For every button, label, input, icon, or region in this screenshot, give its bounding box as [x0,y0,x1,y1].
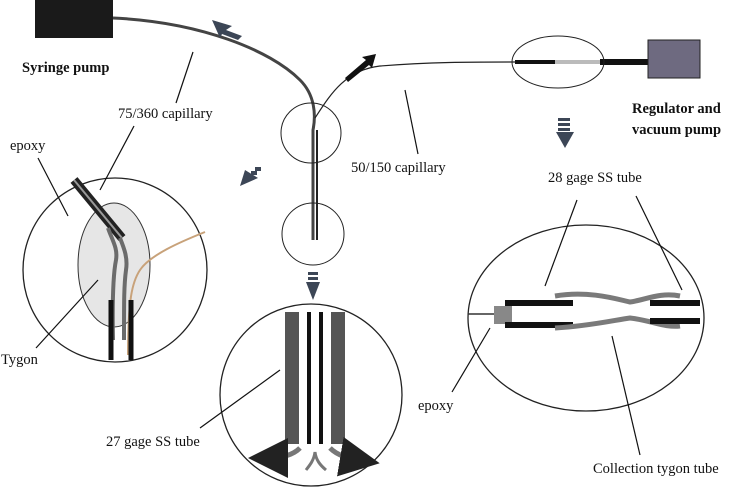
capillary-50-150-leader [404,89,419,155]
right-epoxy-block [494,306,512,324]
capillary-75-360-label: 75/360 capillary [118,106,213,122]
tygon-label: Tygon [1,352,39,368]
capillary-75-360-line [112,16,316,240]
gage-28-label: 28 gage SS tube [548,170,642,186]
left-capillary-inner [73,179,123,239]
capillary-75-360-leader [175,51,194,104]
right-detail-ellipse [467,224,705,412]
inflow-center-arrow-icon [304,451,327,472]
collection-tygon-bottom [554,315,681,331]
flow-arrow-right-icon [212,20,242,40]
epoxy-right-label: epoxy [418,398,454,414]
tip-circle [281,202,345,266]
ss27-left-wall [285,312,299,444]
tygon-leader [35,279,99,349]
junction-circle [280,102,342,164]
epoxy-left-label: epoxy [10,138,46,154]
collection-tygon-label: Collection tygon tube [593,461,719,477]
epoxy-left-leader [37,157,69,217]
flow-arrow-down-left-icon [306,272,320,300]
flow-arrow-down-right-icon [556,118,574,148]
direction-arrow-upright-icon [345,54,376,82]
gage-27-leader [199,369,281,429]
regulator-box [647,39,701,79]
left-detail-circle [22,177,208,363]
right-ss28-right-bottom [650,318,700,324]
right-ss28-left-bottom [505,322,573,328]
gage-27-label: 27 gage SS tube [106,434,200,450]
ss27-right-wall [331,312,345,444]
flow-arrow-left-icon [240,167,261,186]
regulator-label-line1: Regulator and [632,101,721,117]
outflow-left-arrow-icon [248,437,302,478]
capillary-75-360-leader-2 [99,125,135,191]
right-ss28-right-top [650,300,700,306]
regulator-label-line2: vacuum pump [632,122,721,138]
bottom-detail-circle [219,303,403,487]
left-tygon-tube-2 [118,237,129,341]
epoxy-right-leader [451,327,491,393]
gage-28-leader-left [544,199,578,287]
capillary-50-150-line [314,61,516,119]
capillary-50-150-label: 50/150 capillary [351,160,446,176]
collection-tygon-top [554,291,681,305]
collection-tygon-leader [611,335,641,456]
syringe-pump-label: Syringe pump [22,60,109,76]
right-ss28-left-top [505,300,573,306]
syringe-pump-box [35,0,113,38]
regulator-connection-circle [511,35,605,89]
outflow-right-arrow-icon [328,436,380,477]
gage-28-leader-right [635,195,683,291]
